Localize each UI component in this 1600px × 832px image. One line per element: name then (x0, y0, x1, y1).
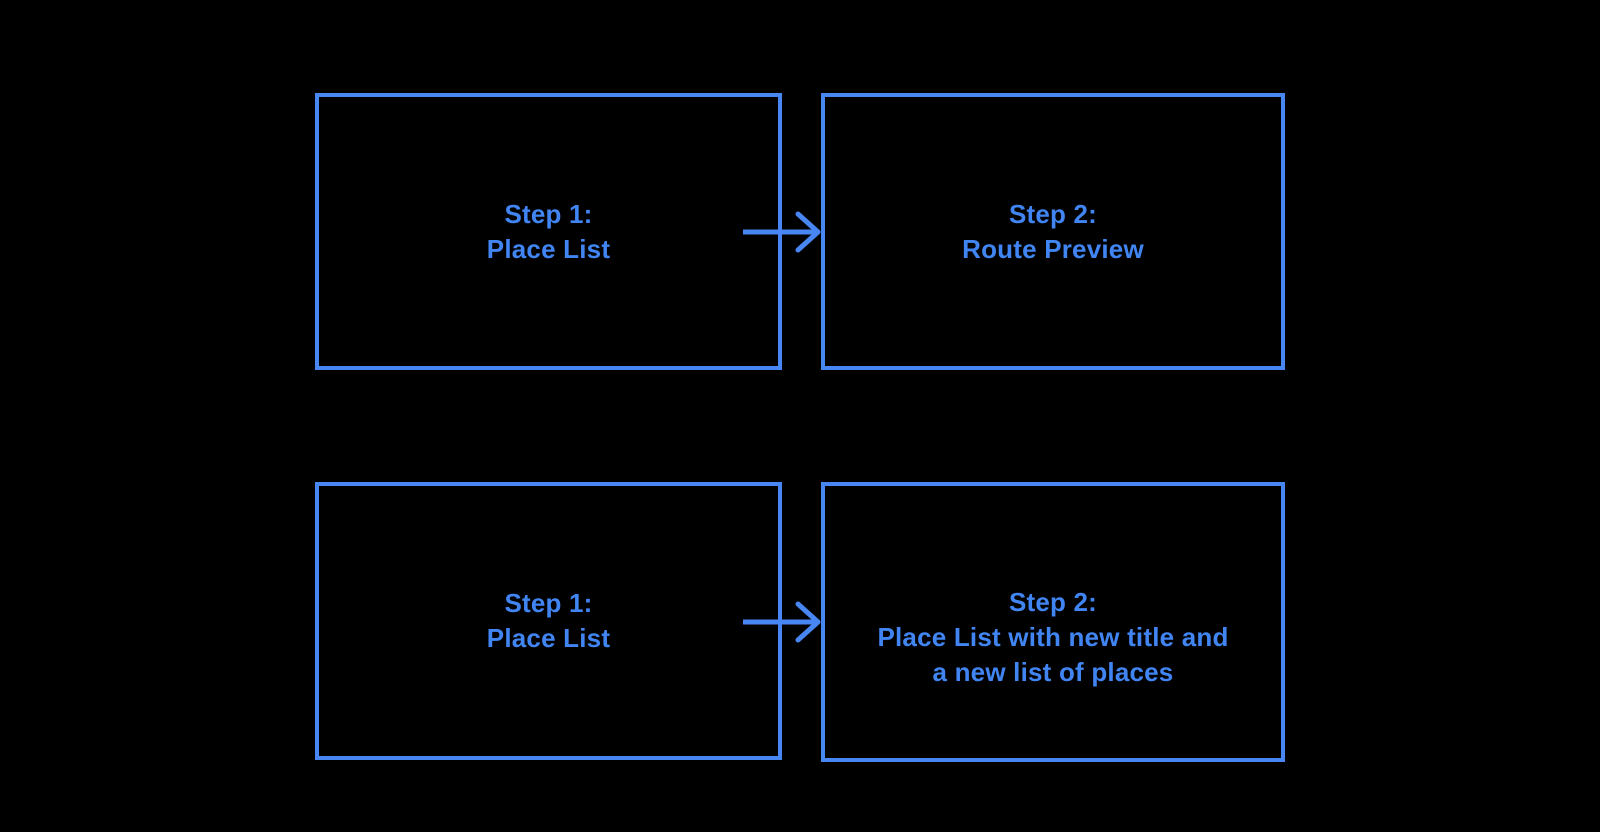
box-step1-place-list: Step 1: Place List (315, 93, 782, 370)
box-label-line: Step 2: (1008, 586, 1098, 617)
box-label-line: Step 1: (504, 198, 593, 229)
box-label: Step 1: Place List (487, 197, 610, 267)
box-label: Step 1: Place List (487, 586, 610, 656)
box-label: Step 2: Place List with new title and a … (877, 585, 1228, 690)
box-step2-new-place-list: Step 2: Place List with new title and a … (821, 482, 1285, 762)
right-arrow-icon (743, 601, 821, 643)
box-label-line: Place List (486, 623, 611, 653)
box-label-line: Place List (486, 233, 611, 264)
box-label: Step 2: Route Preview (962, 197, 1144, 267)
box-label-line: Step 1: (504, 588, 593, 618)
box-step1-place-list-2: Step 1: Place List (315, 482, 782, 760)
box-step2-route-preview: Step 2: Route Preview (821, 93, 1285, 370)
box-label-line: Place List with new title and (877, 621, 1229, 652)
box-label-line: a new list of places (932, 656, 1174, 687)
right-arrow-icon (743, 211, 821, 253)
box-label-line: Step 2: (1008, 198, 1098, 229)
box-label-line: Route Preview (962, 233, 1144, 264)
